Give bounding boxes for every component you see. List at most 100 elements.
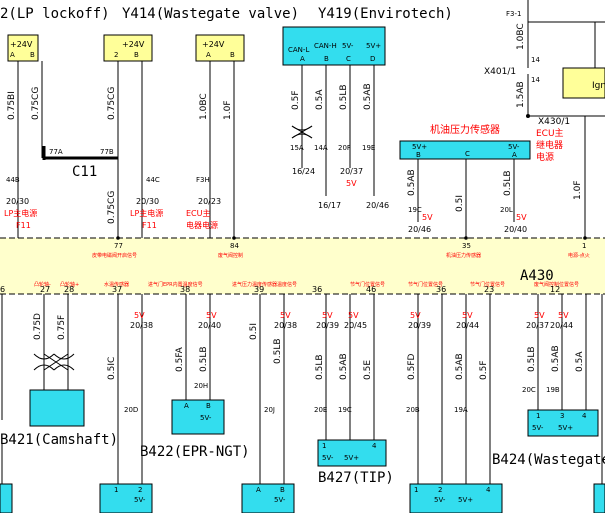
bottom-box-right [593, 483, 605, 513]
envirotech-pin-a: A [300, 55, 305, 63]
upper-wire-11: 0.5AB [407, 169, 417, 196]
upper-wire-10: 0.5AB [363, 83, 373, 110]
bottom-box-pin39-a: A [256, 486, 261, 494]
bottom-box-pin39-b: B [280, 486, 285, 494]
upper-n20l: 20L [500, 206, 513, 214]
lp-lockoff-pin-b: B [30, 51, 35, 59]
upper-wire-8: 0.5A [315, 89, 325, 110]
wastegate-pin-b: B [134, 51, 139, 59]
a430-name: A430 [520, 268, 554, 284]
bottom-box-pin37 [99, 483, 153, 513]
bus-pin-top-77: 77 [114, 242, 123, 250]
oil-sensor-pin-a: A [512, 151, 517, 159]
bus-pin-bot-38: 38 [180, 285, 190, 294]
lower-n20d: 20D [124, 406, 138, 414]
lower-r5: 20/45 [344, 321, 367, 330]
lower-wire-2: 0.75F [57, 315, 67, 340]
bus-pin-top-1: 1 [582, 242, 586, 250]
bottom-box-pin36-l1: 5V- [434, 496, 446, 504]
c11-n77b: 77B [100, 148, 114, 156]
b424-pin-4: 4 [582, 412, 587, 420]
lower-n19a: 19A [454, 406, 468, 414]
n14a-label: 14 [531, 56, 540, 64]
oil-sensor-pin-c: C [465, 150, 470, 158]
upper-cn-a: LP主电源 [4, 208, 37, 218]
lower-red5v-5: 5V [348, 311, 359, 320]
lower-r4: 20/39 [316, 321, 339, 330]
lower-red5v-2: 5V [206, 311, 217, 320]
lower-n19c: 19C [338, 406, 352, 414]
b427-label-2: 5V+ [344, 454, 359, 462]
upper-n15a: 15A [290, 144, 304, 152]
envirotech-pin-canh: CAN-H [314, 42, 337, 50]
bus-pin-top-35: 35 [462, 242, 471, 250]
b427-title: B427(TIP) [318, 470, 394, 486]
lp-lockoff-title: 2(LP lockoff) [0, 6, 110, 22]
lower-wire-16: 0.5A [575, 351, 585, 372]
bottom-box-pin36-1: 1 [414, 486, 418, 494]
bottom-box-pin37-1: 1 [114, 486, 118, 494]
ign-label: Ign [592, 81, 605, 91]
bus-label-bot-10: 废气阀控制位置信号 [534, 281, 579, 288]
upper-cn-d: 5V [346, 179, 357, 188]
f3-label: F3-1 [506, 10, 521, 18]
bus-label-bot-3: 水温传感器 [104, 281, 129, 288]
upper-n44c: 44C [146, 176, 160, 184]
bus-label-bot-9: 节气门位置信号 [470, 281, 505, 288]
lower-n20h: 20H [194, 382, 208, 390]
bottom-box-left [0, 483, 13, 513]
lower-r2: 20/40 [198, 321, 221, 330]
lower-red5v-4: 5V [322, 311, 333, 320]
b421-connector [29, 389, 85, 427]
lower-r3: 20/38 [274, 321, 297, 330]
wastegate-valve-title: Y414(Wastegate valve) [122, 6, 299, 22]
lower-red5v-9: 5V [558, 311, 569, 320]
lower-red5v-7: 5V [462, 311, 473, 320]
upper-r1: 20/30 [6, 197, 29, 206]
lower-n19b: 19B [546, 386, 560, 394]
bus-label-bot-4: 进气门EPR内置温度信号 [148, 281, 203, 288]
upper-cn-c2: 电器电源 [186, 220, 218, 230]
wastegate2-pin-a: A [206, 51, 211, 59]
bus-pin-bot-36: 36 [312, 285, 322, 294]
lp-lockoff-pin-a: A [10, 51, 15, 59]
upper-n14a: 14A [314, 144, 328, 152]
lower-wire-6: 0.5I [249, 323, 259, 340]
wastegate-pin-2: 2 [114, 51, 118, 59]
upper-wire-9: 0.5LB [339, 84, 349, 110]
bus-pin-bot-27: 27 [40, 285, 50, 294]
bus-label-bot-1: 凸轮轴- [34, 281, 51, 288]
b422-title: B422(EPR-NGT) [140, 444, 250, 460]
ign-connector [562, 67, 605, 99]
b422-pin-b: B [206, 402, 211, 410]
bus-label-top-35: 机油压力传感器 [446, 252, 481, 259]
lower-wire-5: 0.5LB [199, 346, 209, 372]
of-label: 1.0F [573, 181, 583, 201]
lower-r7: 20/44 [456, 321, 479, 330]
bus-label-bot-8: 节气门位置信号 [408, 281, 443, 288]
upper-wire-1: 0.75BI [7, 91, 17, 120]
upper-n20f: 20F [338, 144, 351, 152]
oil-sensor-pin-5vm: 5V- [508, 143, 520, 151]
oil-sensor-title: 机油压力传感器 [430, 123, 500, 136]
bus-pin-bot-12: 12 [550, 285, 560, 294]
lower-wire-11: 0.5AB [455, 353, 465, 380]
bus-pin-bot-6: 6 [0, 285, 5, 294]
bottom-box-pin37-2: 2 [138, 486, 142, 494]
upper-n44b: 44B [6, 176, 20, 184]
b422-connector [171, 399, 225, 435]
upper-wire-3: 0.75CG [107, 87, 117, 120]
ecu-cn-2: 继电器 [536, 139, 563, 151]
b424-label-2: 5V+ [558, 424, 573, 432]
upper-wire-4: 0.75CG [107, 191, 117, 224]
b422-pin-a: A [184, 402, 189, 410]
envirotech-title: Y419(Envirotech) [318, 6, 453, 22]
ecu-cn-1: ECU主 [536, 127, 564, 139]
lower-wire-9: 0.5E [363, 360, 373, 380]
c11-label: C11 [72, 164, 97, 180]
upper-r6: 20/37 [340, 167, 363, 176]
upper-n19e: 19E [362, 144, 375, 152]
b424-connector [527, 409, 599, 437]
